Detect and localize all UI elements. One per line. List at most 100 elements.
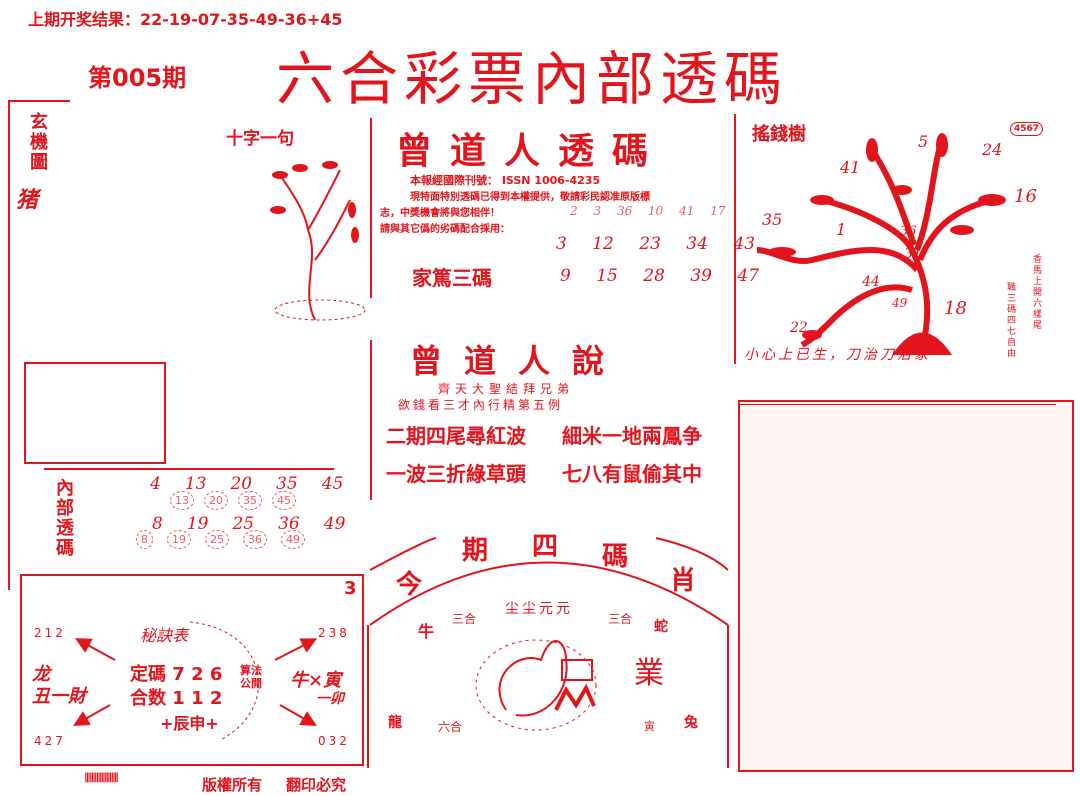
tree-number: 41	[840, 158, 861, 177]
faint-number: 36	[616, 204, 633, 218]
inner-code-number: 49	[323, 514, 346, 534]
circle-row-2: 8 19 25 36 49	[136, 530, 305, 549]
reprint-notice: 翻印必究	[286, 776, 347, 794]
inner-code-number: 36	[278, 514, 300, 534]
tree-bottom-text: 小心上已生，刀治刀治家	[744, 347, 931, 363]
numbers-row-2: 9 15 28 39 47	[560, 266, 759, 286]
code-number: 28	[643, 266, 665, 286]
inner-code-number: 25	[232, 514, 255, 534]
tree-number: 16	[1014, 186, 1037, 207]
right-text-2: 一卯	[316, 691, 344, 707]
blank-panel	[738, 400, 1074, 772]
mystery-label: 玄機圖	[27, 112, 48, 172]
corner-code: 238	[318, 626, 350, 640]
last-result-label: 上期开奖结果：	[28, 10, 141, 29]
circled-number: 20	[204, 491, 228, 510]
circled-number: 35	[238, 491, 262, 510]
zodiac-right: 蛇	[654, 619, 668, 635]
mystery-answer: 猪	[16, 187, 39, 213]
code-number: 34	[686, 234, 708, 254]
bottom-right-small: 寅	[644, 720, 655, 733]
cross-phrase: 十字一句	[226, 129, 294, 149]
code-number: 9	[560, 266, 571, 286]
fixed-code: 定碼 7 2 6	[130, 660, 222, 686]
top-border-left	[8, 100, 70, 102]
tree-number: 49	[892, 296, 908, 310]
issn-line: 本報經國際刊號： ISSN 1006-4235	[410, 174, 601, 187]
corner-code: 212	[34, 626, 66, 640]
sanhe-left: 三合	[452, 612, 477, 626]
bottom-right-zodiac: 兔	[684, 715, 698, 731]
big-char: 業	[634, 656, 664, 691]
arc-char: 期	[462, 536, 489, 566]
copyright: 版權所有	[202, 776, 263, 794]
bottom-label: 家篤三碼	[412, 266, 492, 290]
issue-number: 第005期	[88, 64, 187, 92]
left-border	[8, 100, 10, 590]
faint-number: 10	[648, 204, 664, 218]
top-phrase: 尘尘元元	[505, 601, 573, 617]
center-title: 曾道人透碼	[396, 130, 667, 172]
last-result-numbers: 22-19-07-35-49-36+45	[140, 10, 343, 29]
sum-value: 1 1 2	[172, 688, 223, 709]
fixed-code-value: 7 2 6	[172, 664, 223, 685]
arrows-illustration	[73, 621, 318, 741]
inner-code-number: 13	[184, 474, 207, 494]
circled-number: 13	[170, 491, 194, 510]
secret-heading: 秘訣表	[140, 626, 189, 645]
last-result: 上期开奖结果：22-19-07-35-49-36+45	[28, 6, 342, 30]
arc-char: 今	[396, 570, 423, 600]
code-number: 23	[639, 234, 661, 254]
code-number: 15	[596, 266, 618, 286]
faint-numbers: 2 3 36 10 41 17	[570, 204, 726, 218]
tree-number: 24	[982, 140, 1003, 159]
zodiac-left: 牛	[418, 622, 435, 641]
tree-left-border	[734, 114, 736, 364]
tree-number: 5	[918, 132, 929, 151]
circled-number: 36	[243, 530, 267, 549]
arc-char: 四	[532, 532, 559, 562]
faint-number: 17	[710, 204, 726, 218]
numbers-row-1: 3 12 23 34 43	[556, 234, 755, 254]
faint-number: 2	[570, 204, 578, 218]
sum-label: 合数	[130, 688, 166, 709]
liuhe-label: 六合	[438, 720, 463, 734]
inner-code-number: 4	[150, 474, 161, 494]
poem-line-1b: 細米一地兩鳳争	[562, 424, 702, 448]
center-mid-border	[370, 340, 372, 500]
notice-line-2: 志，中奬機會將與您相伴！	[380, 208, 500, 219]
circled-number: 25	[205, 530, 229, 549]
fixed-code-label: 定碼	[130, 664, 166, 685]
secret-table-frame	[20, 574, 364, 766]
code-number: 39	[690, 266, 712, 286]
inner-code-label: 內部透碼	[53, 478, 74, 558]
bottom-left-zodiac: 龍	[388, 715, 402, 731]
code-number: 3	[556, 234, 567, 254]
sanhe-right: 三合	[608, 612, 633, 626]
tree-number: 22	[790, 320, 808, 336]
page-title: 六合彩票內部透碼	[276, 45, 789, 113]
poem-line-2a: 一波三折綠草頭	[386, 462, 526, 486]
subtitle-1: 齊天大聖結拜兄弟	[438, 382, 575, 396]
poem-line-1a: 二期四尾尋紅波	[386, 424, 526, 448]
left-text-1: 龙	[32, 664, 50, 685]
code-number: 12	[592, 234, 614, 254]
tree-number: 18	[944, 298, 967, 319]
tree-number: 36	[900, 224, 917, 239]
zodiac-pair: +辰申+	[160, 714, 219, 733]
inner-code-number: 45	[321, 474, 344, 494]
money-tree-illustration	[756, 133, 1006, 355]
poem-line-2b: 七八有鼠偷其中	[562, 462, 702, 486]
circled-number: 8	[136, 530, 153, 549]
circled-number: 19	[167, 530, 191, 549]
plant-illustration	[270, 161, 366, 321]
barcode: ||||||||||||||||||||	[84, 772, 119, 783]
inner-code-number: 19	[186, 514, 209, 534]
blank-panel-inner-line	[740, 404, 1056, 405]
inner-code-number: 20	[230, 474, 253, 494]
notice-line-1: 現特面特別透碼已得到本權提供，敬請彩民認准原版標	[410, 192, 650, 203]
circled-number: 49	[281, 530, 305, 549]
section-divider	[44, 468, 334, 470]
